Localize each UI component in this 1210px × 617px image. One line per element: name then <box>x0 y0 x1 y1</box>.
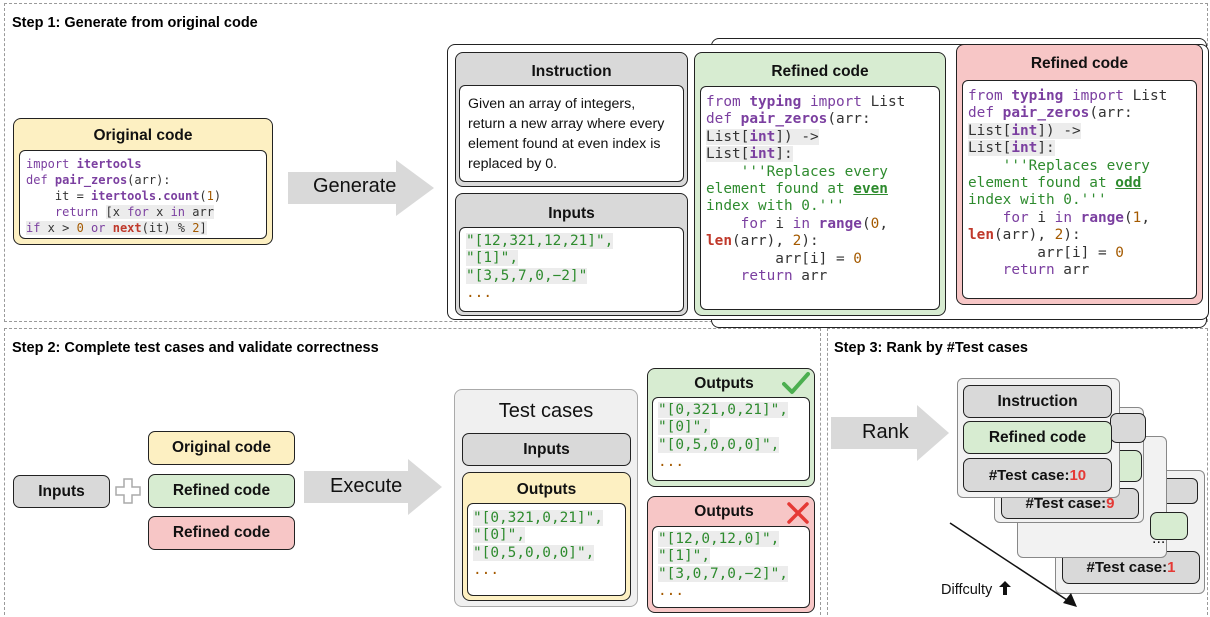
tc-output-line-3: "[0,5,0,0,0]", <box>473 544 595 561</box>
test-cases-title: Test cases <box>498 400 594 422</box>
inputs-header: Inputs <box>548 205 595 222</box>
instruction-panel: Given an array of integers, return a new… <box>459 85 684 182</box>
oc-line-1: "[0,321,0,21]", <box>658 402 788 418</box>
plus-icon <box>115 478 141 504</box>
rank-front-instruction: Instruction <box>963 385 1112 418</box>
step3-section <box>827 328 1208 615</box>
original-code-header: Original code <box>93 127 193 144</box>
test-cases-inputs-pill: Inputs <box>462 433 631 466</box>
ow-line-3: "[3,0,7,0,−2]", <box>658 565 788 582</box>
inputs-line-4: ... <box>466 285 492 302</box>
step3-title: Step 3: Rank by #Test cases <box>834 340 1028 356</box>
outputs-wrong-panel: "[12,0,12,0]", "[1]", "[3,0,7,0,−2]", ..… <box>652 526 810 608</box>
rank-arrow <box>831 405 949 461</box>
green-highlight-word: even <box>853 181 888 198</box>
inputs-panel: "[12,321,12,21]", "[1]", "[3,5,7,0,−2]" … <box>459 227 684 312</box>
rank-card-1-second-partial <box>1110 413 1146 443</box>
red-highlight-word: odd <box>1115 175 1142 192</box>
refined-code-red-header: Refined code <box>1030 55 1129 72</box>
step2-inputs-pill: Inputs <box>13 475 110 508</box>
tc-output-line-4: ... <box>473 562 499 579</box>
ow-line-1: "[12,0,12,0]", <box>658 531 780 547</box>
refined-code-red-panel: from typing import List def pair_zeros(a… <box>962 80 1197 299</box>
step1-title: Step 1: Generate from original code <box>12 15 258 31</box>
refined-code-green-panel: from typing import List def pair_zeros(a… <box>700 86 940 310</box>
inputs-line-3: "[3,5,7,0,−2]" <box>466 267 588 284</box>
cross-icon <box>787 502 809 524</box>
outputs-correct-panel: "[0,321,0,21]", "[0]", "[0,5,0,0,0]", ..… <box>652 397 810 481</box>
rank-front-test-case: #Test case:10 <box>963 458 1112 492</box>
ow-line-2: "[1]", <box>658 548 710 565</box>
test-cases-outputs-panel: "[0,321,0,21]", "[0]", "[0,5,0,0,0]", ..… <box>467 503 626 596</box>
step2-title: Step 2: Complete test cases and validate… <box>12 340 379 356</box>
generate-label: Generate <box>313 175 397 197</box>
oc-line-4: ... <box>658 454 684 471</box>
step2-refined-code-red-pill: Refined code <box>148 516 295 550</box>
rank-card-3-refined-partial <box>1150 512 1188 540</box>
rank-ellipsis: ... <box>1152 530 1166 547</box>
outputs-correct-header: Outputs <box>694 375 754 392</box>
instruction-header: Instruction <box>531 63 612 80</box>
check-icon <box>782 372 810 394</box>
refined-code-green-header: Refined code <box>771 63 869 80</box>
original-code-panel: import itertools def pair_zeros(arr): it… <box>19 150 267 239</box>
difficulty-arrow <box>949 522 1077 607</box>
up-arrow-icon <box>999 581 1012 595</box>
tc-output-line-1: "[0,321,0,21]", <box>473 510 603 526</box>
tc-output-line-2: "[0]", <box>473 527 525 544</box>
rank-front-refined-code: Refined code <box>963 421 1112 454</box>
oc-line-3: "[0,5,0,0,0]", <box>658 436 780 453</box>
oc-line-2: "[0]", <box>658 419 710 436</box>
step2-original-code-pill: Original code <box>148 431 295 465</box>
test-cases-outputs-header: Outputs <box>516 481 577 498</box>
instruction-text: Given an array of integers, return a new… <box>468 96 665 172</box>
outputs-wrong-header: Outputs <box>694 503 754 520</box>
execute-label: Execute <box>330 475 403 497</box>
ow-line-4: ... <box>658 583 684 600</box>
difficulty-label: Diffculty <box>941 581 1012 598</box>
generate-arrow <box>288 160 434 216</box>
inputs-line-1: "[12,321,12,21]", <box>466 233 614 249</box>
execute-arrow <box>304 459 442 515</box>
step2-section <box>4 328 821 615</box>
refined-code-green-block: from typing import List def pair_zeros(a… <box>706 94 906 285</box>
rank-label: Rank <box>862 421 909 443</box>
original-code-block: import itertools def pair_zeros(arr): it… <box>26 157 222 235</box>
inputs-line-2: "[1]", <box>466 250 518 267</box>
refined-code-red-block: from typing import List def pair_zeros(a… <box>968 88 1168 279</box>
step2-refined-code-green-pill: Refined code <box>148 474 295 508</box>
